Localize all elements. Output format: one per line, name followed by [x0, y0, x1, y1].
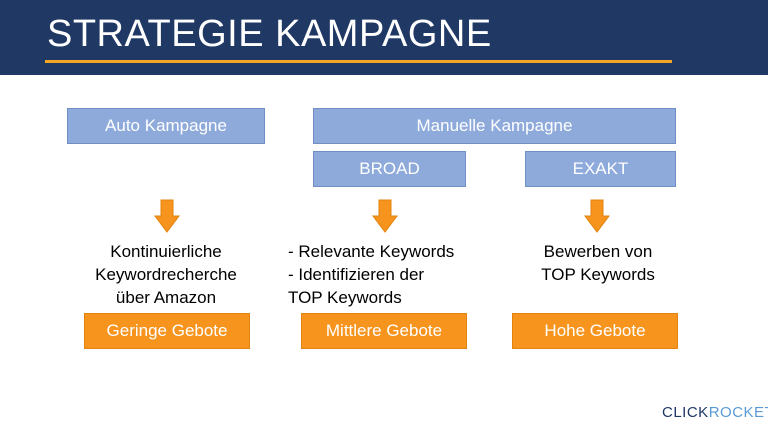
logo-text-rocket: ROCKET: [708, 404, 768, 421]
down-arrow-icon: [372, 199, 398, 233]
medium-bids-box: Mittlere Gebote: [301, 313, 467, 349]
auto-description: Kontinuierliche Keywordrecherche über Am…: [67, 240, 265, 309]
broad-box: BROAD: [313, 151, 466, 187]
clickrocket-logo: CLICKROCKET: [662, 404, 768, 421]
description-line: - Identifizieren der: [288, 265, 425, 284]
exakt-description: Bewerben von TOP Keywords: [510, 240, 686, 286]
description-line: über Amazon: [115, 288, 217, 307]
description-line: Bewerben von: [543, 242, 653, 261]
title-banner: STRATEGIE KAMPAGNE: [0, 0, 768, 75]
page-title: STRATEGIE KAMPAGNE: [47, 13, 492, 55]
exakt-box: EXAKT: [525, 151, 676, 187]
auto-campaign-box: Auto Kampagne: [67, 108, 265, 144]
down-arrow-icon: [584, 199, 610, 233]
manual-campaign-box: Manuelle Kampagne: [313, 108, 676, 144]
description-line: Keywordrecherche: [95, 265, 237, 284]
description-line: Kontinuierliche: [110, 242, 222, 261]
description-line: TOP Keywords: [541, 265, 655, 284]
description-line: TOP Keywords: [288, 288, 402, 307]
down-arrow-icon: [154, 199, 180, 233]
logo-text-click: CLICK: [662, 404, 709, 421]
title-underline: [45, 60, 672, 63]
high-bids-box: Hohe Gebote: [512, 313, 678, 349]
description-line: - Relevante Keywords: [288, 242, 455, 261]
low-bids-box: Geringe Gebote: [84, 313, 250, 349]
broad-description: - Relevante Keywords - Identifizieren de…: [288, 240, 488, 309]
